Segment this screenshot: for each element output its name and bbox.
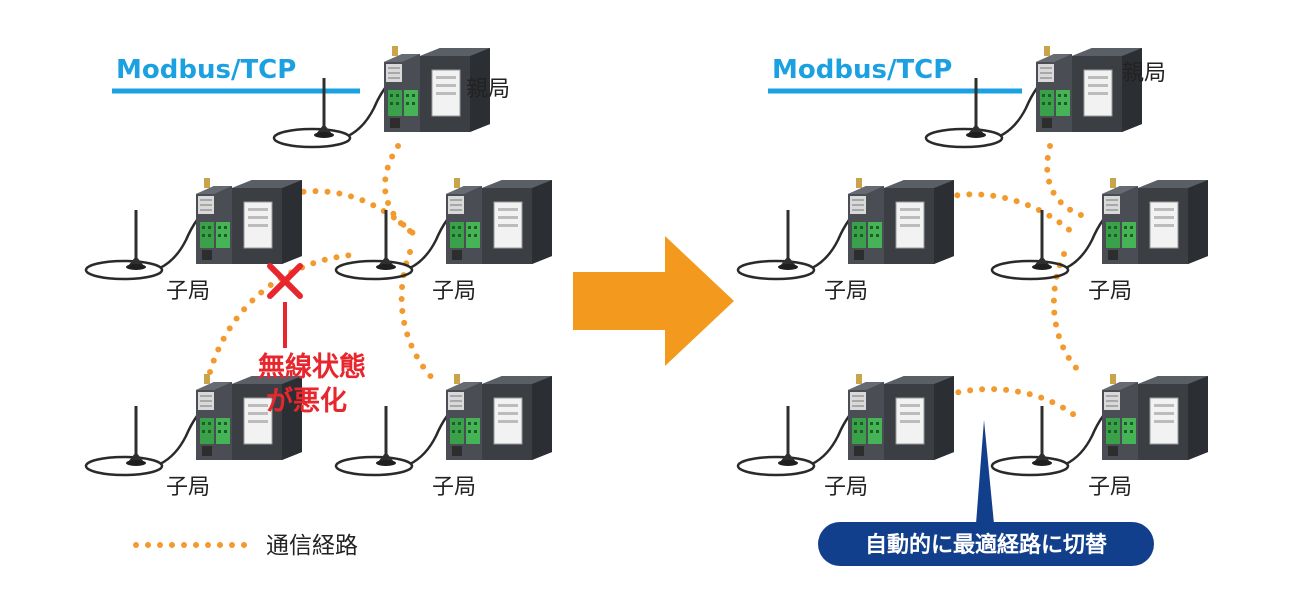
right-slave-unit-bottom-right — [990, 372, 1210, 477]
right-slave-label-2: 子局 — [1088, 279, 1132, 304]
callout-label: 自動的に最適経路に切替 — [865, 532, 1107, 558]
right-slave-unit-top-right — [990, 176, 1210, 281]
left-slave-label-1: 子局 — [166, 279, 210, 304]
red-cross-icon — [267, 263, 303, 299]
warning-text-line1: 無線状態 — [258, 351, 366, 383]
right-route-slave-to-slave-mid — [1050, 251, 1085, 377]
left-slave-label-2: 子局 — [432, 279, 476, 304]
right-master-label: 親局 — [1122, 61, 1166, 86]
warning-text-line2: が悪化 — [266, 385, 347, 417]
legend-label: 通信経路 — [266, 533, 358, 559]
right-route-master-to-slave — [1044, 143, 1087, 219]
left-master-unit — [272, 44, 492, 149]
left-route-master-to-slave — [382, 143, 421, 239]
left-routes — [207, 143, 439, 385]
left-route-slave-to-slave-top — [255, 188, 421, 241]
callout-pointer — [976, 420, 994, 524]
right-slave-unit-bottom-left — [736, 372, 956, 477]
left-slave-label-3: 子局 — [166, 475, 210, 500]
right-route-slave-to-slave-bottom — [911, 386, 1081, 421]
right-route-slave-to-slave-top — [909, 191, 1079, 239]
left-master-label: 親局 — [466, 77, 510, 102]
right-slave-label-3: 子局 — [824, 475, 868, 500]
left-slave-unit-bottom-right — [334, 372, 554, 477]
right-slave-label-1: 子局 — [824, 279, 868, 304]
left-panel: Modbus/TCP 親局 子局 子局 子局 子局 無線状態 が悪化 通信経路 — [84, 44, 554, 559]
right-panel: Modbus/TCP 親局 子局 子局 子局 子局 自動的に最適経路に切替 — [736, 44, 1210, 566]
left-route-slave-to-slave-bottom — [398, 249, 439, 385]
left-modbus-label: Modbus/TCP — [116, 55, 296, 85]
right-slave-label-4: 子局 — [1088, 475, 1132, 500]
right-master-unit — [924, 44, 1144, 149]
right-modbus-label: Modbus/TCP — [772, 55, 952, 85]
callout-box — [818, 522, 1154, 566]
left-slave-unit-top-right — [334, 176, 554, 281]
right-routes — [909, 143, 1087, 421]
right-arrow-icon — [573, 236, 734, 366]
left-slave-label-4: 子局 — [432, 475, 476, 500]
right-slave-unit-top-left — [736, 176, 956, 281]
left-route-broken — [207, 252, 355, 375]
